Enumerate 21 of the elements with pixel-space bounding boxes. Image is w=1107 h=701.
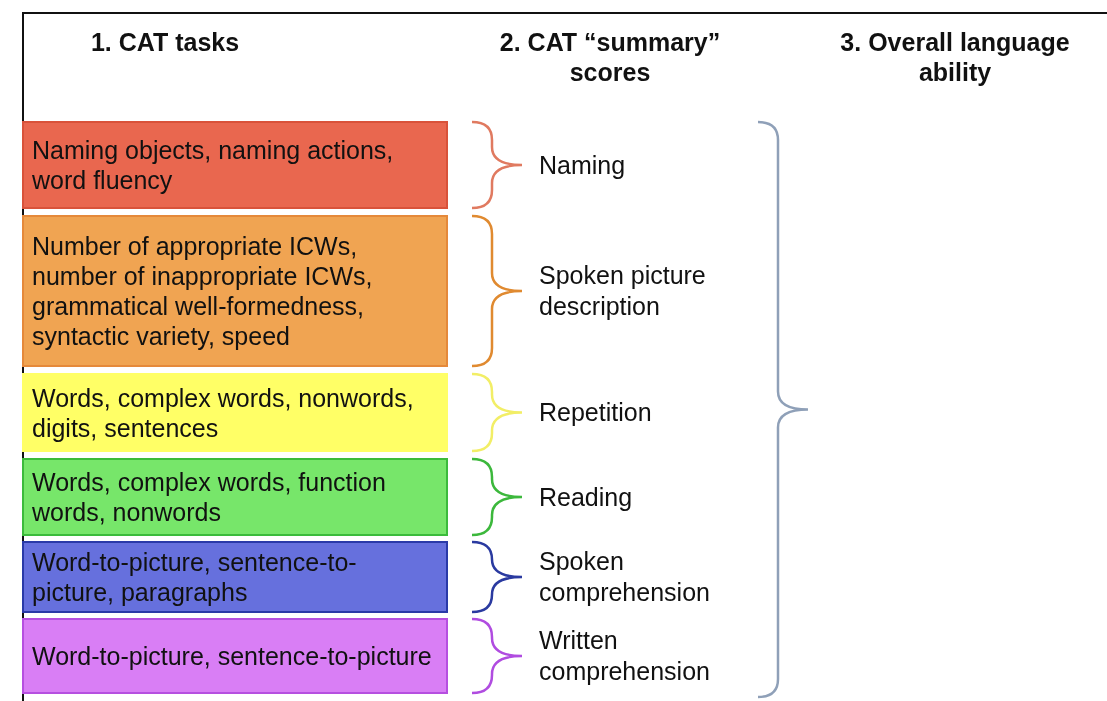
column-heading: 1. CAT tasks <box>89 27 241 57</box>
score-label: Spoken comprehension <box>539 546 711 608</box>
column-heading: 3. Overall language ability <box>839 27 1071 87</box>
score-label: Spoken picture description <box>539 260 707 322</box>
score-label: Reading <box>539 481 634 513</box>
task-box <box>22 215 448 367</box>
score-label: Written comprehension <box>539 625 711 687</box>
score-label: Naming <box>539 149 627 181</box>
task-text: Word-to-picture, sentence-to-picture, paragraphs <box>32 547 358 607</box>
task-box <box>22 373 448 452</box>
column-heading: 2. CAT “summary” scores <box>498 27 722 87</box>
task-box <box>22 121 448 209</box>
task-box <box>22 618 448 694</box>
task-text: Naming objects, naming actions, word fluency <box>32 135 395 195</box>
task-box <box>22 458 448 536</box>
task-text: Words, complex words, function words, nonwords <box>32 467 387 527</box>
task-box <box>22 541 448 613</box>
task-text: Number of appropriate ICWs, number of inappropriate ICWs, grammatical well-formedness, syntactic variety, speed <box>32 231 374 351</box>
task-text: Words, complex words, nonwords, digits, sentences <box>32 382 415 443</box>
score-label: Repetition <box>539 397 653 428</box>
task-text: Word-to-picture, sentence-to-picture <box>32 641 432 671</box>
